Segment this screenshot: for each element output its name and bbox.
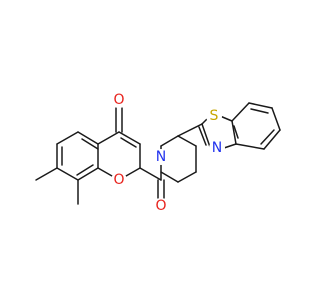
bond [271,107,281,131]
bond [118,131,141,145]
atom-thiazole-sulfur: S [206,108,222,124]
thiazole-sulfur-label: S [210,108,219,124]
bond [97,131,120,145]
bond [139,167,162,181]
bond [177,135,197,147]
amide-oxygen-label: O [155,198,166,214]
atom-ketone-oxygen: O [111,92,127,108]
bond [231,102,250,122]
benzothiazole-benzene-ring [231,102,281,150]
ketone-oxygen-label: O [113,92,124,108]
bond [235,143,265,150]
bond [233,125,239,139]
chromone-benzo-ring [56,131,99,181]
molecule-structure-diagram: O O O N N S [35,92,281,214]
bond [160,135,179,147]
bond [120,137,137,148]
methyl-bond-c7 [35,167,58,181]
bond [177,123,203,137]
bond [260,129,275,145]
atom-ring-oxygen: O [111,172,127,188]
bond [263,129,281,150]
bond [248,102,273,109]
bond [250,108,269,114]
thiazole-nitrogen-label: N [212,140,222,156]
bond [219,115,233,122]
bond [77,167,99,181]
atom-amide-oxygen: O [153,198,169,214]
bond [56,131,79,145]
piperidine-nitrogen-label: N [156,149,166,165]
bond [198,126,207,146]
bond [201,123,211,148]
atom-thiazole-nitrogen: N [209,140,225,156]
bond [81,138,99,150]
bond [177,171,197,183]
bond [223,143,237,149]
ring-oxygen-label: O [113,172,124,188]
bond [160,171,179,183]
atom-piperidine-nitrogen: N [153,149,169,165]
bond [77,131,99,145]
bond [56,167,79,181]
bond [76,164,94,176]
bond [231,120,237,145]
